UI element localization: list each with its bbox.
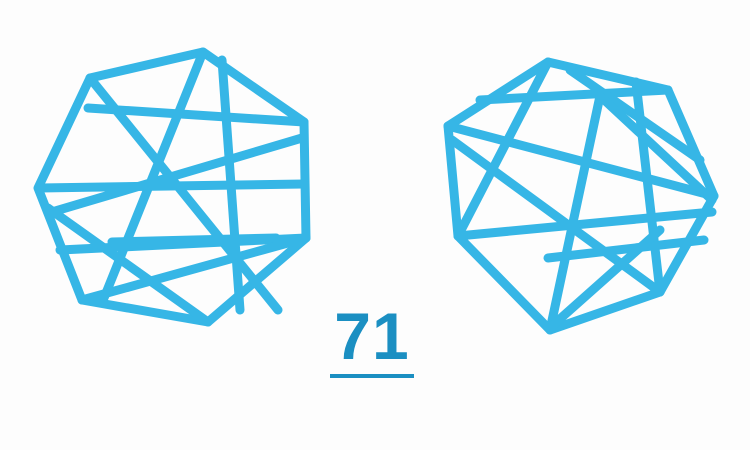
plate-number-underline [330, 374, 414, 378]
right-edge-4 [453, 207, 717, 241]
right-edge-5 [545, 91, 605, 335]
left-edge-1 [85, 73, 283, 315]
left-edge-8 [217, 55, 245, 315]
left-wireframe-heptagon [33, 47, 311, 327]
left-edge-6 [83, 103, 309, 127]
left-edge-4 [47, 133, 307, 217]
left-edge-3 [35, 179, 309, 193]
left-edge-10 [107, 233, 281, 247]
right-edge-9 [543, 235, 709, 263]
right-edge-2 [443, 121, 719, 201]
right-wireframe-heptagon [443, 57, 719, 335]
plate-number: 71 [334, 299, 410, 373]
right-edge-11 [547, 225, 665, 331]
right-outline [443, 57, 719, 335]
left-edge-7 [43, 203, 213, 327]
right-edge-10 [595, 91, 717, 205]
right-edge-1 [453, 57, 553, 241]
left-edge-9 [77, 233, 311, 305]
right-edge-7 [565, 65, 705, 165]
